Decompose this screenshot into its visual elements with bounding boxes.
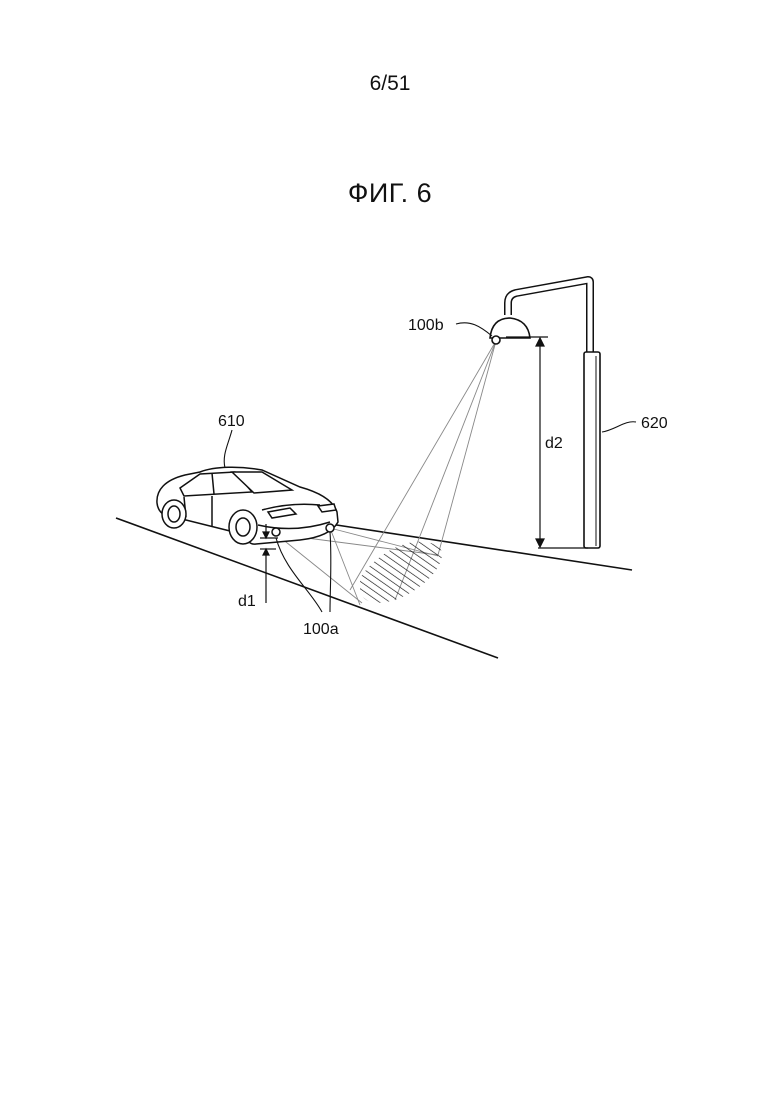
label-100a: 100a bbox=[303, 621, 339, 638]
leader-610 bbox=[224, 430, 232, 468]
leader-100a-2 bbox=[330, 532, 331, 612]
leader-100b bbox=[456, 323, 492, 336]
label-d2: d2 bbox=[545, 435, 563, 452]
pole-sensor-body bbox=[492, 336, 500, 344]
leader-620 bbox=[602, 422, 636, 432]
vehicle-sensor-left bbox=[272, 528, 280, 536]
label-100b: 100b bbox=[408, 317, 444, 334]
vehicle-sensor-right bbox=[326, 524, 334, 532]
leader-100a-1 bbox=[276, 538, 322, 612]
label-620: 620 bbox=[641, 415, 668, 432]
label-d1: d1 bbox=[238, 593, 256, 610]
label-610: 610 bbox=[218, 413, 245, 430]
vehicle bbox=[157, 467, 338, 544]
street-pole bbox=[490, 280, 600, 548]
sensing-area bbox=[360, 542, 442, 603]
